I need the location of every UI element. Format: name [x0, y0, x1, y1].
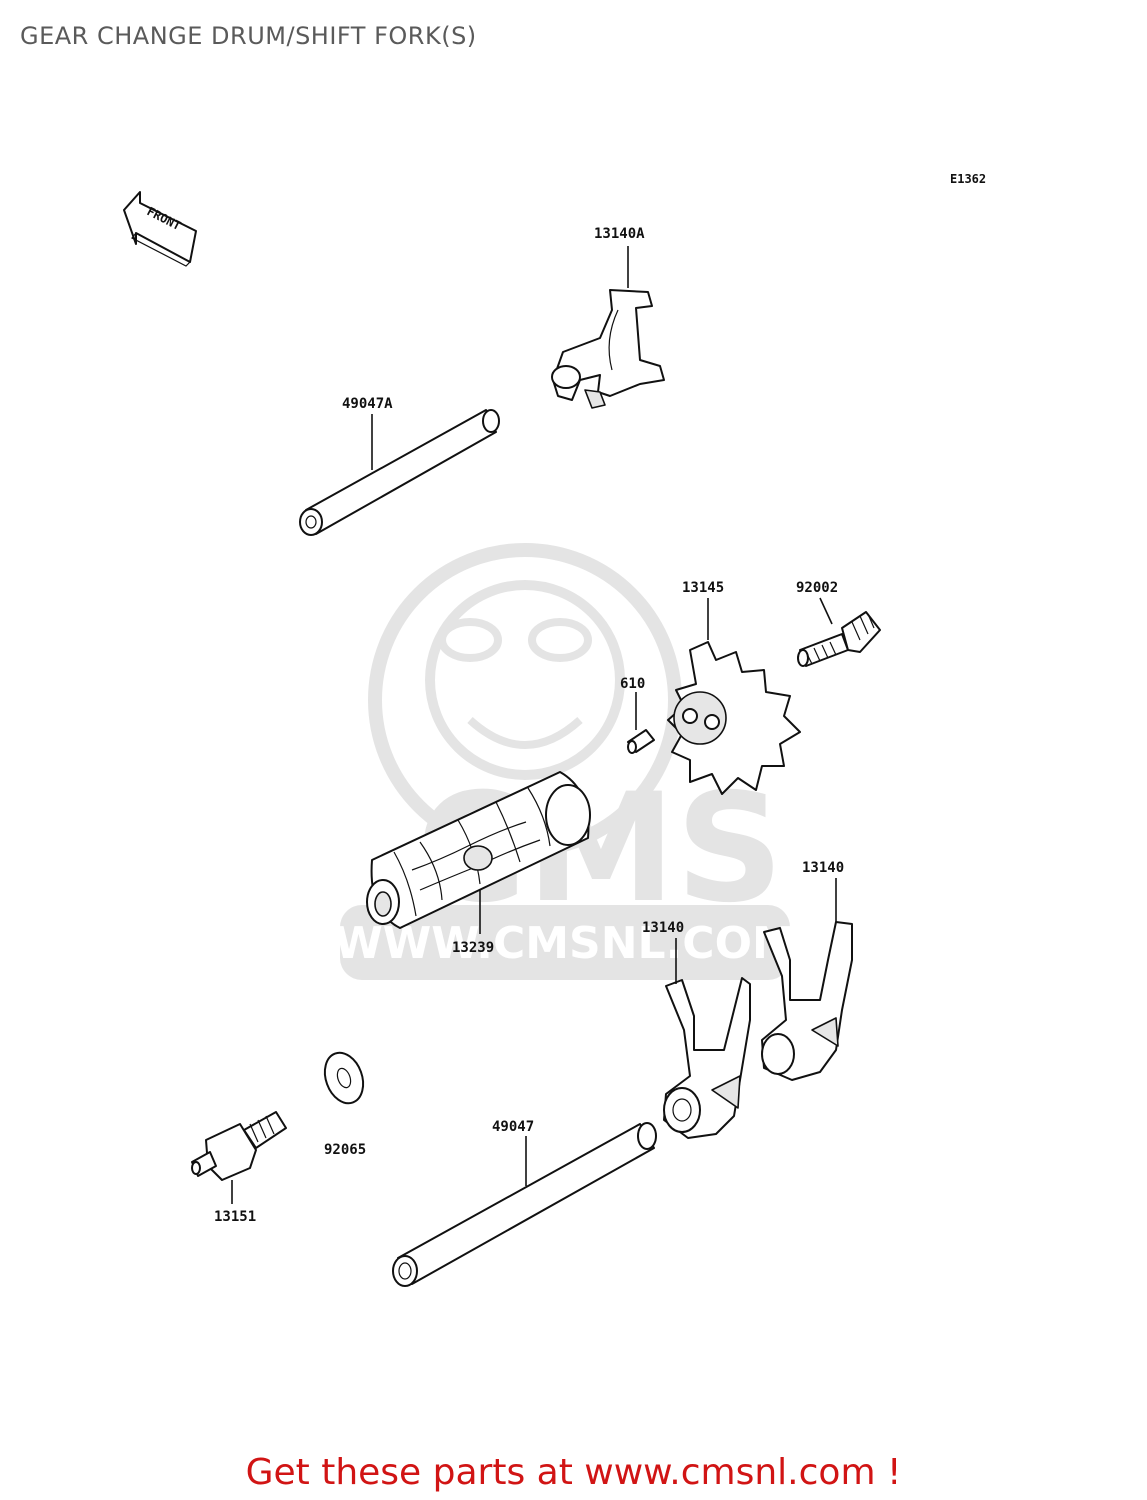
- star-plate-13145: [667, 641, 801, 795]
- shift-fork-13140-right: [761, 921, 853, 1081]
- part-label-49047A[interactable]: 49047A: [342, 396, 393, 412]
- part-label-13239[interactable]: 13239: [452, 940, 494, 956]
- leader-92002: [819, 597, 833, 625]
- part-label-49047[interactable]: 49047: [492, 1119, 534, 1135]
- shift-fork-13140-left: [663, 977, 751, 1139]
- switch-13151: [191, 1111, 287, 1181]
- part-label-13140-left[interactable]: 13140: [642, 920, 684, 936]
- watermark-url: WWW.CMSNL.COM: [334, 918, 796, 969]
- pin-610: [627, 729, 655, 754]
- part-label-13151[interactable]: 13151: [214, 1209, 256, 1225]
- shift-fork-13140A: [551, 289, 665, 409]
- shift-rod-49047: [392, 1122, 657, 1287]
- bolt-92002: [797, 611, 881, 667]
- shift-rod-49047A: [299, 409, 500, 536]
- washer-92065: [323, 1051, 365, 1105]
- parts-diagram: CMS WWW.CMSNL.COM E1362 FRONT 13140A 490…: [123, 172, 986, 1287]
- part-label-13140A[interactable]: 13140A: [594, 226, 645, 242]
- footer-link[interactable]: Get these parts at www.cmsnl.com !: [245, 1452, 902, 1493]
- shift-drum-13239: [366, 771, 591, 929]
- part-label-92065[interactable]: 92065: [324, 1142, 366, 1158]
- part-label-13140-right[interactable]: 13140: [802, 860, 844, 876]
- page-title: GEAR CHANGE DRUM/SHIFT FORK(S): [20, 22, 477, 50]
- part-label-92002[interactable]: 92002: [796, 580, 838, 596]
- front-arrow-icon: FRONT: [123, 191, 197, 267]
- part-label-13145[interactable]: 13145: [682, 580, 724, 596]
- part-label-610[interactable]: 610: [620, 676, 645, 692]
- diagram-code: E1362: [950, 172, 986, 186]
